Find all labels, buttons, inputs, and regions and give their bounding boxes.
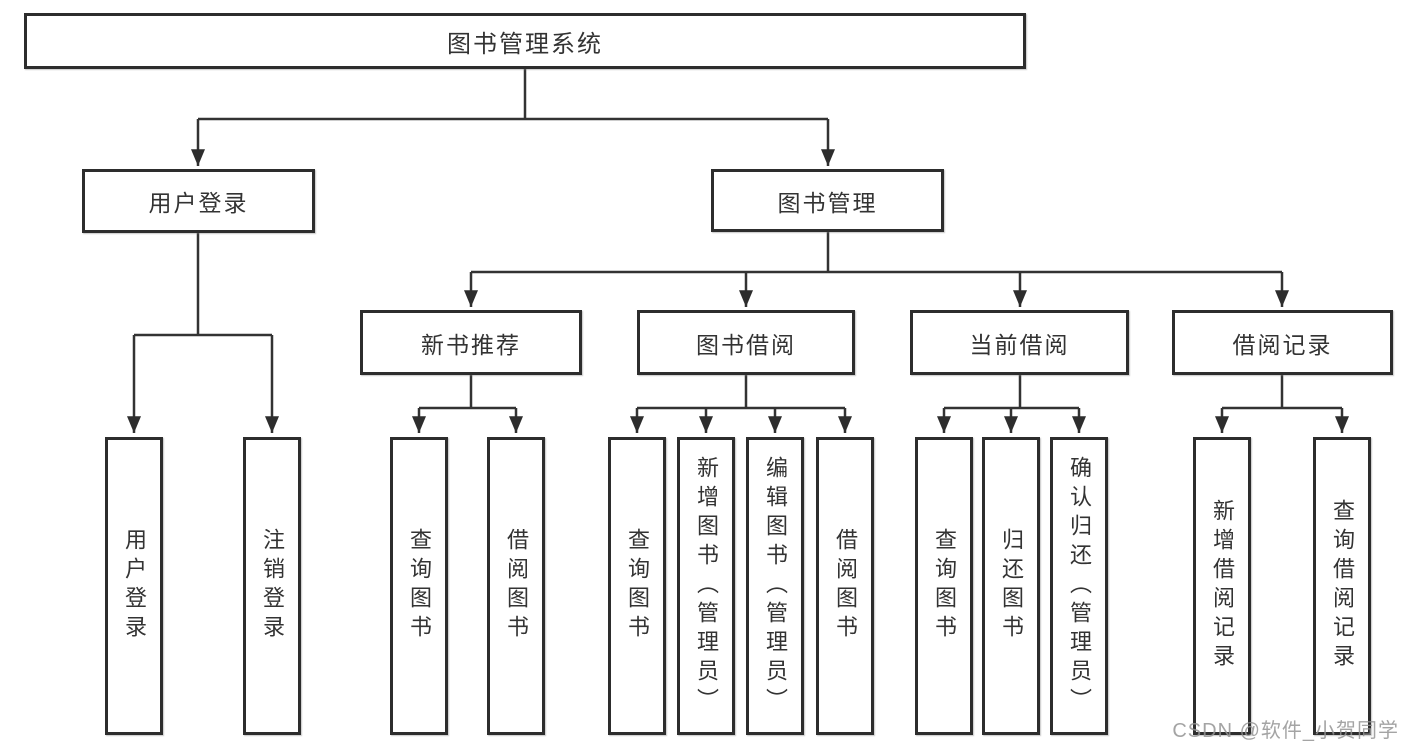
node-nbr-borrow-books-label: 借阅图书 [504,528,529,644]
node-cb-confirm-return-admin-label: 确认归还（管理员） [1067,455,1092,717]
node-bb-borrow-books-label: 借阅图书 [833,528,858,644]
node-br-add-record-label: 新增借阅记录 [1210,499,1235,673]
connector-root-to-level2 [191,69,835,166]
node-bb-edit-books-admin: 编辑图书（管理员） [746,437,804,735]
connector-book-mgmt-to-level3 [464,232,1289,308]
node-user-login-label: 用户登录 [122,528,147,644]
node-new-book-recommend: 新书推荐 [360,310,582,375]
connector-new-book-rec-children [412,375,523,434]
node-book-borrowing: 图书借阅 [637,310,855,375]
node-cb-query-books-label: 查询图书 [932,528,957,644]
connector-user-login-children [127,233,279,434]
connector-borrow-records-children [1215,375,1349,434]
node-bb-query-books-label: 查询图书 [625,528,650,644]
node-bb-add-books-admin: 新增图书（管理员） [677,437,735,735]
node-br-add-record: 新增借阅记录 [1193,437,1251,735]
node-user-login: 用户登录 [105,437,163,735]
connector-book-borrow-children [630,375,852,434]
node-cb-return-books: 归还图书 [982,437,1040,735]
node-cb-query-books: 查询图书 [915,437,973,735]
node-library-management-system: 图书管理系统 [24,13,1026,69]
node-logout: 注销登录 [243,437,301,735]
node-br-query-record: 查询借阅记录 [1313,437,1371,735]
node-bb-borrow-books: 借阅图书 [816,437,874,735]
node-nbr-query-books-label: 查询图书 [407,528,432,644]
node-borrowing-records: 借阅记录 [1172,310,1393,375]
node-user-login-group: 用户登录 [82,169,315,233]
node-nbr-query-books: 查询图书 [390,437,448,735]
node-cb-return-books-label: 归还图书 [999,528,1024,644]
node-cb-confirm-return-admin: 确认归还（管理员） [1050,437,1108,735]
node-book-management: 图书管理 [711,169,944,232]
connector-current-borrow-children [937,375,1086,434]
node-br-query-record-label: 查询借阅记录 [1330,499,1355,673]
node-bb-edit-books-admin-label: 编辑图书（管理员） [763,455,788,717]
node-logout-label: 注销登录 [260,528,285,644]
csdn-watermark: CSDN @软件_小贺同学 [1172,720,1399,742]
node-bb-query-books: 查询图书 [608,437,666,735]
node-current-borrowing: 当前借阅 [910,310,1129,375]
node-bb-add-books-admin-label: 新增图书（管理员） [694,455,719,717]
node-nbr-borrow-books: 借阅图书 [487,437,545,735]
